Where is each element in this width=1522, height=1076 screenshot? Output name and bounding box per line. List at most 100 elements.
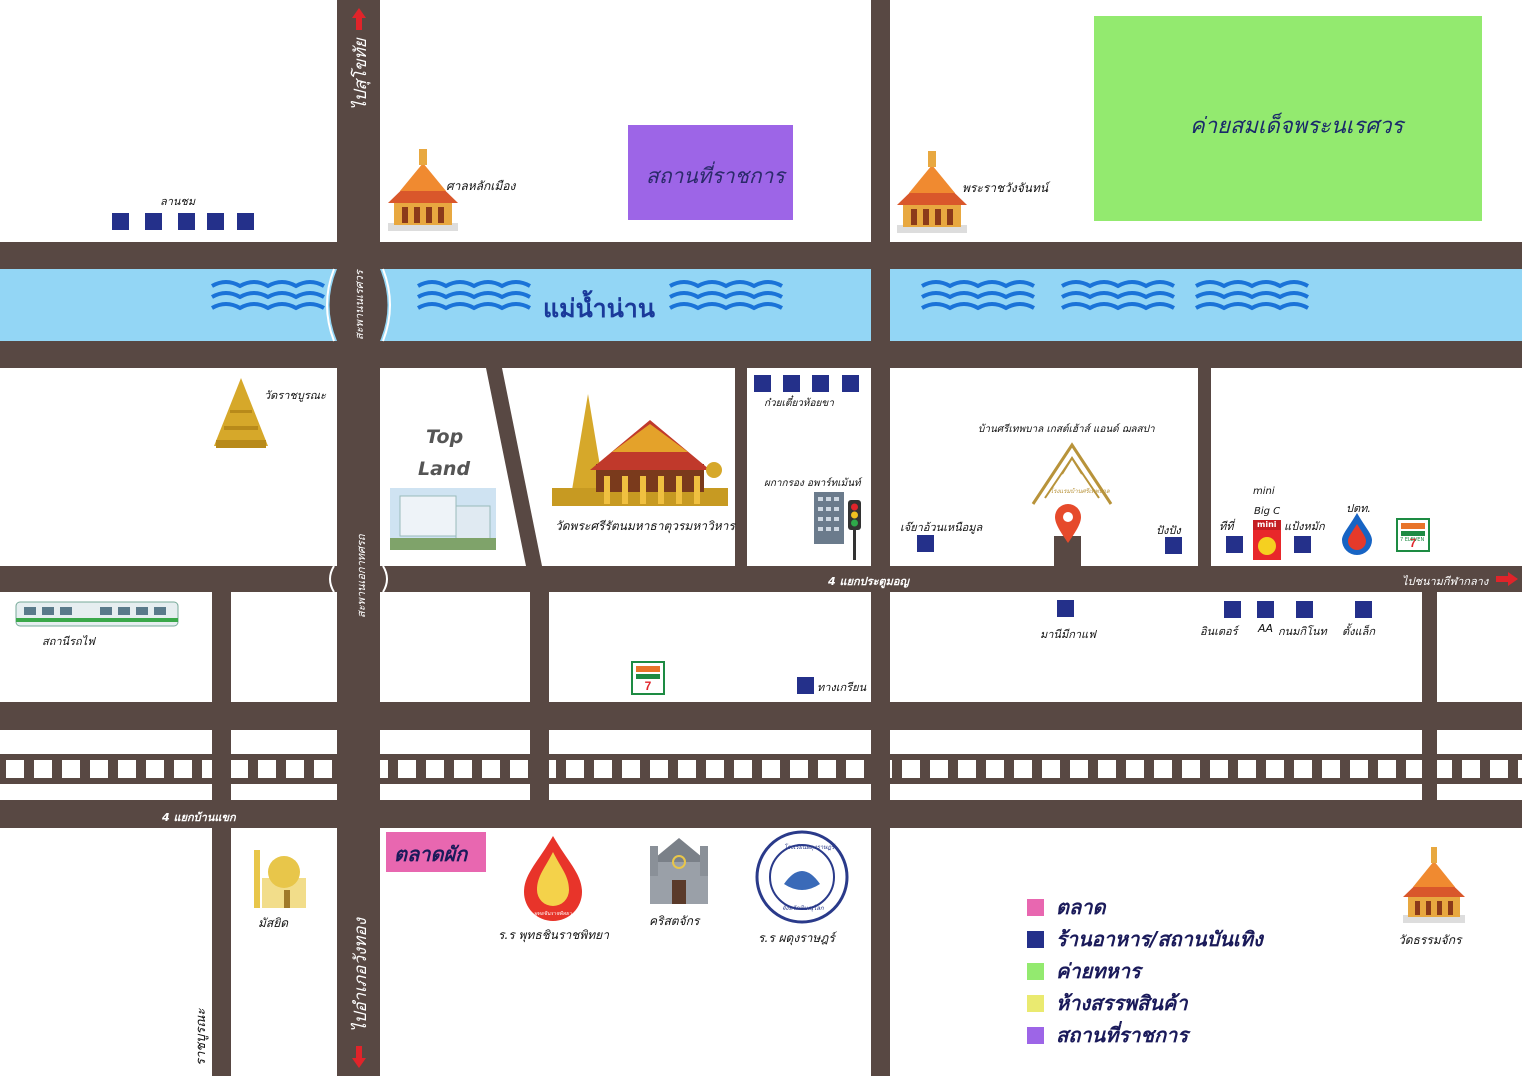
railway-tie [1014, 760, 1032, 778]
railway-tie [6, 760, 24, 778]
road-east-vertical [871, 0, 890, 1076]
apartment-tower-icon [814, 492, 844, 544]
label-noodle-shop: ก๋วยเตี๋ยวห้อยขา [764, 398, 834, 409]
label-wat-ratchaburana: วัดราชบูรณะ [264, 389, 326, 402]
train-icon [15, 601, 179, 627]
label-lanchom: ลานชม [160, 195, 196, 208]
railway-tie [930, 760, 948, 778]
road-crossing [337, 730, 380, 800]
label-ekathotsarot-bridge: สะพานเอกาทศรถ [355, 534, 368, 618]
railway-tie [1154, 760, 1172, 778]
palace-icon [897, 151, 967, 233]
wave-line [669, 302, 783, 311]
railway-tie [230, 760, 248, 778]
label-aa: AA [1258, 622, 1274, 635]
label-mini-bigc-2: Big C [1254, 506, 1281, 517]
label-hotel: บ้านศรีเทพบาล เกสต์เฮ้าส์ แอนด์ ฌลสปา [978, 424, 1155, 435]
railway-tie [594, 760, 612, 778]
railway-tie [1210, 760, 1228, 778]
railway-tie [1042, 760, 1060, 778]
label-kanom: กนมกิโนท [1278, 625, 1327, 638]
label-palace: พระราชวังจันทน์ [962, 181, 1049, 195]
seven-eleven-icon: 7 [1396, 518, 1430, 552]
wave-line [1061, 280, 1175, 289]
mini-big-c-icon [1253, 520, 1281, 560]
restaurant-marker [1226, 536, 1243, 553]
restaurant-markers [112, 213, 1372, 694]
label-ratchaburana-road: ราชบูรณะ [194, 1008, 209, 1066]
road-small-3 [1198, 368, 1211, 566]
road-railway-south [0, 800, 1522, 828]
arrow-up-icon [352, 8, 366, 30]
label-shop-ti: ทีที่ [1219, 520, 1234, 533]
label-mini-bigc-1: mini [1253, 486, 1275, 497]
road-main-vertical [337, 0, 380, 1076]
railway-tie [1490, 760, 1508, 778]
bridge-naresuan-edge [326, 268, 391, 342]
label-intersection-pratu: 4 แยกประตูมอญ [828, 575, 909, 588]
direction-arrows [352, 8, 1518, 1068]
wave-line [211, 291, 325, 300]
road-north-bank [0, 242, 1522, 269]
label-train-station: สถานีรถไฟ [42, 635, 95, 648]
railway-tie [986, 760, 1004, 778]
label-school-buddha: ร.ร พุทธชินราชพิทยา [498, 928, 609, 942]
label-intersection-ban-khaek: 4 แยกบ้านแขก [162, 811, 236, 824]
label-school-seal-top: โรงเรียนผดุงราษฎร์ [784, 844, 835, 851]
restaurant-marker [1224, 601, 1241, 618]
railway-tie [678, 760, 696, 778]
railway-tie [1378, 760, 1396, 778]
label-tangluk: ตั้งแล็ก [1342, 625, 1376, 638]
legend-item: ห้างสรรพสินค้า [1027, 990, 1188, 1016]
legend-item: ค่ายทหาร [1027, 958, 1141, 984]
label-army-camp: ค่ายสมเด็จพระนเรศวร [1190, 114, 1404, 139]
railway-tie [174, 760, 192, 778]
bridge-naresuan [329, 269, 388, 341]
railway-tie [1266, 760, 1284, 778]
legend-label: ร้านอาหาร/สถานบันเทิง [1056, 927, 1263, 951]
mosque-icon [254, 850, 306, 908]
railway-tie [1098, 760, 1116, 778]
railway-tie [762, 760, 780, 778]
railway-tie [90, 760, 108, 778]
legend-label: สถานที่ราชการ [1056, 1023, 1189, 1047]
legend-label: ตลาด [1056, 895, 1106, 919]
wave-line [417, 302, 531, 311]
wave-line [211, 302, 325, 311]
restaurant-marker [145, 213, 162, 230]
label-ptt: ปตท. [1346, 502, 1371, 515]
railway-tie [818, 760, 836, 778]
svg-text:7: 7 [645, 679, 652, 693]
river-waves [211, 280, 1309, 311]
railway-tie [426, 760, 444, 778]
legend-swatch [1027, 994, 1044, 1012]
railway-tie [846, 760, 864, 778]
label-tong-kriam: ทางเกรียน [817, 681, 867, 694]
road-small-2 [735, 368, 747, 566]
wave-line [921, 280, 1035, 289]
stupa-icon [214, 378, 268, 448]
railway-tie [1322, 760, 1340, 778]
label-church: คริสตจักร [649, 914, 700, 928]
wat-thammachak-icon [1403, 847, 1465, 923]
restaurant-marker [754, 375, 771, 392]
church-icon [650, 838, 708, 904]
restaurant-marker [1165, 537, 1182, 554]
restaurant-marker [1057, 600, 1074, 617]
railway-tie [1182, 760, 1200, 778]
label-mini-bigc-logo: mini [1257, 520, 1277, 529]
restaurant-marker [1355, 601, 1372, 618]
market-area [386, 832, 486, 872]
railway-tie [958, 760, 976, 778]
railway-tie [1238, 760, 1256, 778]
restaurant-marker [1257, 601, 1274, 618]
legend-label: ห้างสรรพสินค้า [1056, 991, 1188, 1015]
railway-tie [62, 760, 80, 778]
road-crossing [212, 730, 231, 800]
railway-tie [1350, 760, 1368, 778]
seven-eleven-icon-2: 7 [631, 661, 665, 695]
label-top-land-1: Top [426, 426, 464, 448]
railway-tie [118, 760, 136, 778]
label-government: สถานที่ราชการ [646, 164, 785, 188]
